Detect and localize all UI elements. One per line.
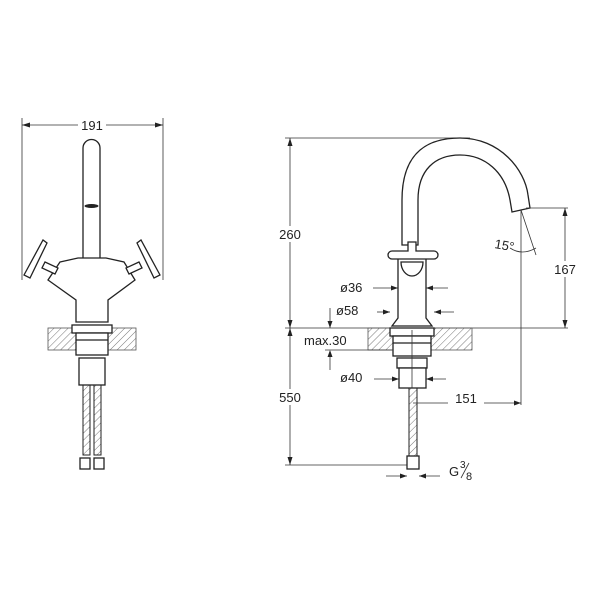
handle-hub [400,261,424,277]
thread-size-label: G 3 8 [449,460,472,483]
reach-label: 151 [455,391,477,406]
hose-length-label: 550 [279,390,301,405]
connector-left [79,457,91,470]
connector [406,455,420,470]
swivel-spout [401,137,531,246]
left-handle [23,239,59,279]
front-view: 191 [21,118,164,470]
base-diameter-label: ø58 [336,303,358,318]
height-label: 260 [279,227,301,242]
nut-diameter-label: ø40 [340,370,362,385]
fixing-nut [398,367,427,389]
svg-text:8: 8 [466,471,472,483]
base-flange [71,324,113,334]
body [47,257,136,323]
side-view: 260 550 167 15° ø36 ø58 max.30 [276,137,582,483]
spout-height-label: 167 [554,262,576,277]
counter-thickness-label: max.30 [304,333,347,348]
angle-label: 15° [493,236,515,254]
svg-text:G: G [449,464,459,479]
hose-left [82,384,91,456]
hose-right [93,384,102,456]
aerator [84,204,99,208]
body-diameter-label: ø36 [340,280,362,295]
hose [408,387,418,457]
fixing-nut [78,357,106,386]
mounting-shank [75,332,109,356]
cross-handle [387,241,439,260]
width-label: 191 [81,118,103,133]
angle-line [520,209,537,256]
right-handle [125,239,161,279]
connector-right [93,457,105,470]
spout [82,138,101,261]
svg-text:3: 3 [460,460,466,471]
